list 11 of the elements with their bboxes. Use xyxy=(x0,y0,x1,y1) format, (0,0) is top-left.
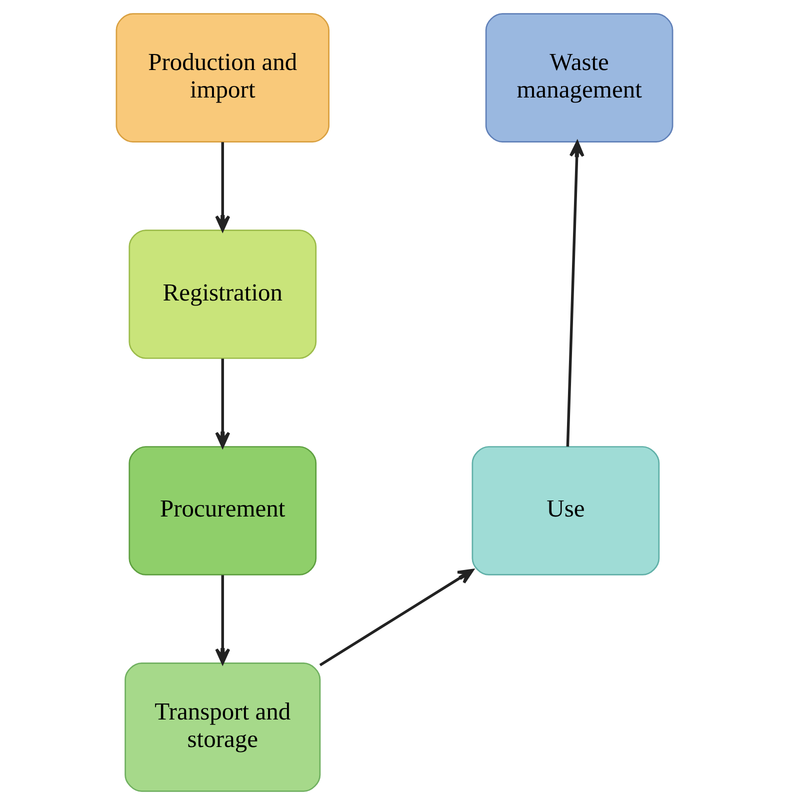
arrow xyxy=(215,575,230,664)
node-box: Waste management xyxy=(485,13,674,142)
arrow xyxy=(566,140,584,447)
arrow xyxy=(215,142,230,232)
arrow xyxy=(215,358,230,448)
node-box: Production and import xyxy=(116,13,330,142)
arrow xyxy=(319,568,474,666)
node-box: Procurement xyxy=(128,446,317,576)
node-box: Registration xyxy=(128,230,317,359)
node-box: Transport and storage xyxy=(124,662,321,792)
node-box: Use xyxy=(472,446,660,576)
